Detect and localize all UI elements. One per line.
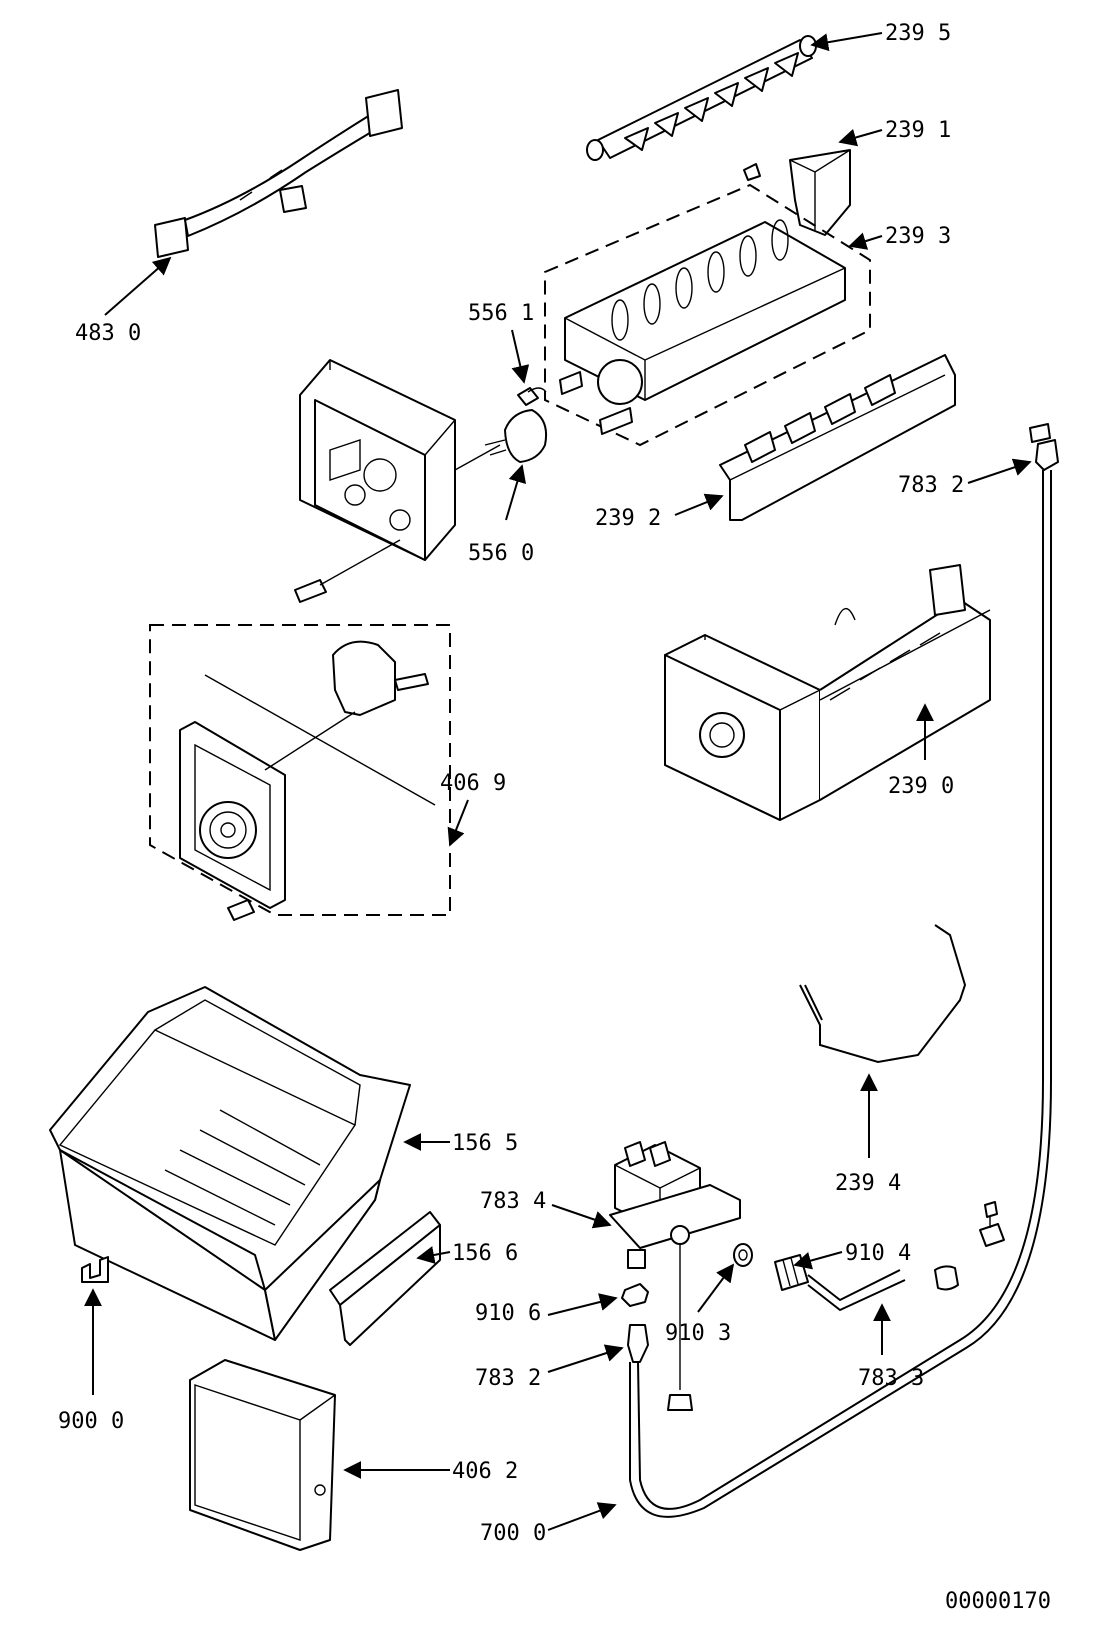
callout-156-5: 156 5: [452, 1131, 518, 1156]
callout-483-0: 483 0: [75, 321, 141, 346]
callout-910-6: 910 6: [475, 1301, 541, 1326]
tube-fitting-top-part: [1029, 423, 1059, 471]
callout-556-1: 556 1: [468, 301, 534, 326]
callout-783-2-top: 783 2: [898, 473, 964, 498]
bucket-trim-part: [329, 1211, 441, 1346]
control-housing-part: [294, 359, 501, 603]
ice-bucket-part: [49, 986, 411, 1341]
mounting-clip-part: [81, 1256, 109, 1283]
callout-labels: 239 5 239 1 239 3 483 0 556 1 556 0 239 …: [58, 21, 1051, 1614]
water-tube-part: [629, 470, 1052, 1518]
callout-239-4: 239 4: [835, 1171, 901, 1196]
water-valve-part: [609, 1141, 741, 1269]
ice-mold-part: [544, 183, 871, 447]
fitting-parts: [621, 1201, 1005, 1411]
thermostat-part: [484, 409, 548, 463]
callout-406-2: 406 2: [452, 1459, 518, 1484]
shutoff-arm-part: [799, 924, 967, 1064]
callout-239-3: 239 3: [885, 224, 951, 249]
callout-239-2: 239 2: [595, 506, 661, 531]
callout-239-0: 239 0: [888, 774, 954, 799]
document-number: 00000170: [945, 1589, 1051, 1614]
clip-part: [517, 387, 547, 406]
fill-cup-part: [743, 149, 851, 236]
cover-part: [189, 1359, 336, 1551]
callout-910-4: 910 4: [845, 1241, 911, 1266]
icemaker-assembly-part: [664, 564, 991, 821]
callout-783-2-bottom: 783 2: [475, 1366, 541, 1391]
callout-leader-lines: [84, 32, 1032, 1531]
ejector-blade-shaft-part: [586, 35, 817, 161]
callout-239-5: 239 5: [885, 21, 951, 46]
callout-900-0: 900 0: [58, 1409, 124, 1434]
callout-156-6: 156 6: [452, 1241, 518, 1266]
callout-700-0: 700 0: [480, 1521, 546, 1546]
callout-556-0: 556 0: [468, 541, 534, 566]
motor-module-part: [149, 624, 451, 921]
callout-910-3: 910 3: [665, 1321, 731, 1346]
stripper-part: [719, 354, 956, 521]
callout-783-3: 783 3: [858, 1366, 924, 1391]
callout-406-9: 406 9: [440, 771, 506, 796]
callout-239-1: 239 1: [885, 118, 951, 143]
callout-783-4: 783 4: [480, 1189, 546, 1214]
wire-harness-part: [154, 89, 403, 258]
